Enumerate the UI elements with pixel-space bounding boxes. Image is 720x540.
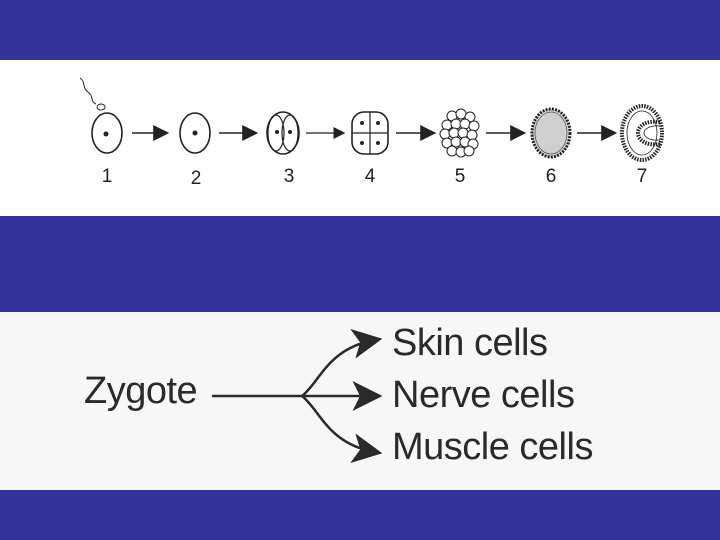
stage-label-2: 2 [181,168,211,190]
embryo-stages-drawing [0,60,720,216]
arrow-to-skin-cells [302,340,375,396]
zygote-label: Zygote [84,372,197,410]
stage-label-6: 6 [536,166,566,188]
stage-2-zygote [180,113,210,153]
skin-cells-label: Skin cells [392,324,548,362]
embryo-stages-panel: 1 2 3 4 5 6 7 [0,60,720,216]
middle-blue-band [0,216,720,312]
stage-4-four-cell [352,112,388,154]
nerve-cells-label: Nerve cells [392,376,574,414]
stage-label-1: 1 [92,166,122,188]
stage-6-blastula [532,109,570,157]
stage-label-7: 7 [627,166,657,188]
muscle-cells-label: Muscle cells [392,428,593,466]
bottom-blue-band [0,490,720,540]
stage-label-4: 4 [355,166,385,188]
stage-label-5: 5 [445,166,475,188]
top-blue-band [0,0,720,60]
stage-3-two-cell [267,112,299,154]
stage-1-egg-sperm [80,78,122,153]
stage-7-gastrula [622,106,662,160]
stage-label-3: 3 [274,166,304,188]
arrow-to-muscle-cells [302,396,375,452]
differentiation-panel: Zygote Skin cells Nerve cells Muscle cel… [0,312,720,490]
stage-5-morula [440,109,479,157]
